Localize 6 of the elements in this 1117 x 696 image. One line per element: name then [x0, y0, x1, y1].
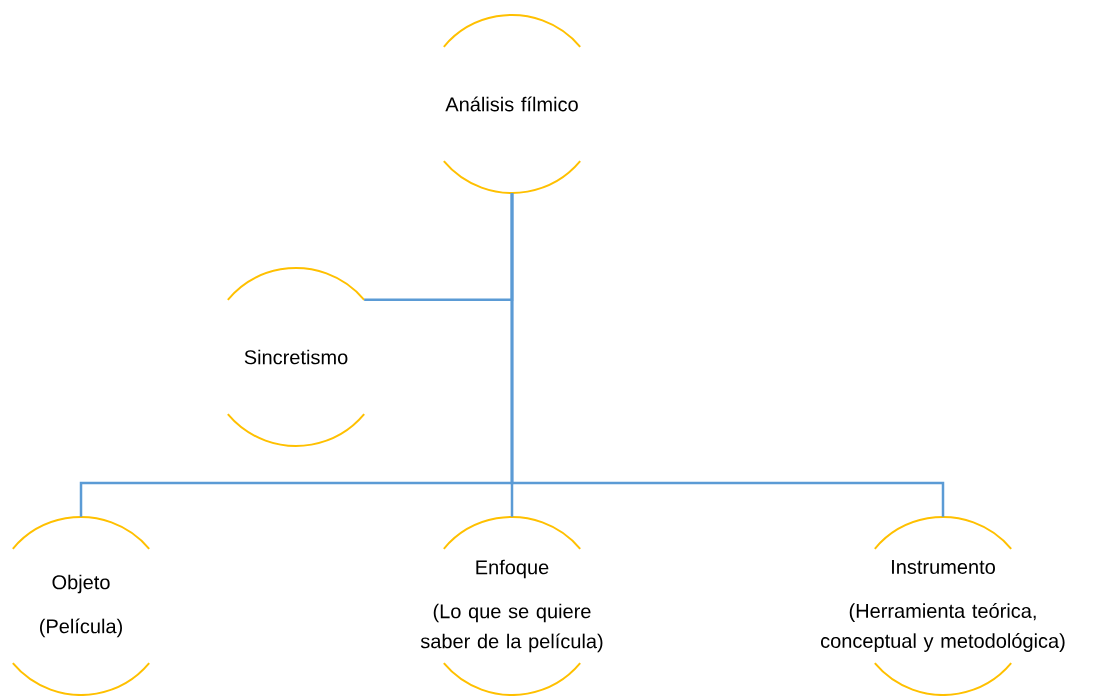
connector-line: [510, 193, 945, 517]
circle-node: Sincretismo: [226, 267, 366, 447]
circle-node: Análisis fílmico: [442, 14, 582, 194]
circle-node: Instrumento (Herramienta teórica, conceptual y metodológica): [821, 516, 1065, 696]
circle-node: Enfoque (Lo que se quiere saber de la película): [420, 516, 603, 696]
circle-node: Objeto (Película): [11, 516, 151, 696]
